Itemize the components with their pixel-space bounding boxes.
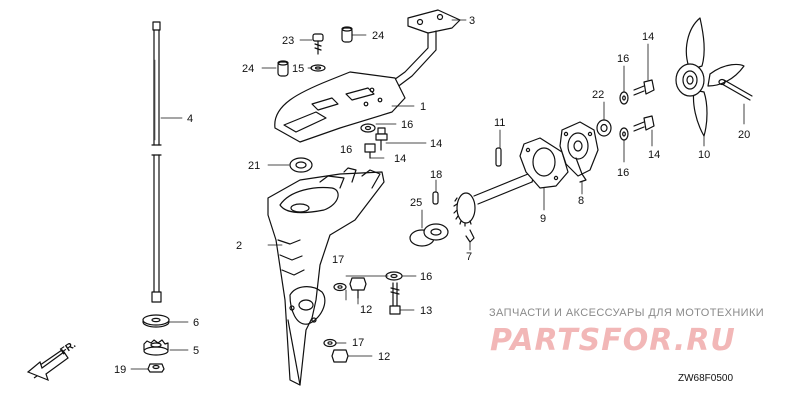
bolt-23-part [312, 33, 324, 55]
callout-3: 3 [469, 15, 475, 27]
leader-lines [130, 19, 745, 370]
callout-1: 1 [420, 101, 426, 113]
cavitation-plate-part [274, 71, 406, 143]
callout-24a: 24 [372, 30, 384, 42]
arrow-icon [26, 351, 69, 382]
diagram-code: ZW68F0500 [678, 373, 733, 384]
gasket-part [519, 137, 569, 189]
callout-14c: 14 [642, 31, 654, 43]
callout-10: 10 [698, 149, 710, 161]
callout-16d: 16 [617, 53, 629, 65]
callout-numbers: 4 2 1 3 6 5 19 23 24 24 15 21 16 16 14 1… [114, 15, 750, 376]
callout-18: 18 [430, 169, 442, 181]
washer-part [142, 314, 170, 328]
callout-16c: 16 [420, 271, 432, 283]
drive-shaft-part [151, 21, 162, 303]
bolt-14a-part [375, 127, 388, 151]
propeller-part [675, 17, 745, 137]
washer-17a-part [333, 282, 347, 292]
pin-18-part [432, 191, 439, 205]
callout-19: 19 [114, 364, 126, 376]
callout-6: 6 [193, 317, 199, 329]
oil-seal-part [289, 157, 313, 173]
callout-4: 4 [187, 113, 193, 125]
washer-16d-part [619, 127, 629, 141]
callout-13: 13 [420, 305, 432, 317]
callout-12b: 12 [378, 351, 390, 363]
callout-16e: 16 [617, 167, 629, 179]
callout-25: 25 [410, 197, 422, 209]
callout-2: 2 [236, 240, 242, 252]
callout-16a: 16 [401, 119, 413, 131]
gear-case-part [267, 167, 385, 386]
watermark-subtitle: ЗАПЧАСТИ И АКСЕССУАРЫ ДЛЯ МОТОТЕХНИКИ [489, 307, 764, 319]
callout-14d: 14 [648, 149, 660, 161]
washer-17b-part [323, 338, 337, 348]
callout-11: 11 [494, 117, 505, 129]
seal-22-part [596, 119, 612, 137]
washer-16c-part [619, 91, 629, 105]
washer-15-part [310, 64, 326, 72]
callout-24b: 24 [242, 63, 254, 75]
bolt-14c-part [633, 79, 655, 96]
callout-9: 9 [540, 213, 546, 225]
propeller-shaft-part [453, 173, 535, 243]
callout-17a: 17 [332, 254, 344, 266]
watermark: ЗАПЧАСТИ И АКСЕССУАРЫ ДЛЯ МОТОТЕХНИКИ PA… [489, 307, 764, 358]
callout-15: 15 [292, 63, 304, 75]
callout-7: 7 [466, 251, 472, 263]
front-direction-indicator: FR. [26, 339, 78, 382]
bolt-14b-part [364, 143, 376, 159]
callout-20: 20 [738, 129, 750, 141]
bearing-holder-part [559, 121, 599, 183]
bearing-part [409, 223, 449, 247]
callout-8: 8 [578, 195, 584, 207]
pin-11-part [495, 147, 502, 167]
spacer-24b-part [277, 60, 289, 77]
spacer-24a-part [341, 26, 353, 43]
washer-16a-part [360, 123, 376, 133]
cotter-pin-part [718, 78, 753, 101]
callout-14b: 14 [394, 153, 406, 165]
bolt-14d-part [633, 115, 655, 132]
bolt-12a-part [349, 277, 367, 299]
bolt-13-part [389, 282, 401, 315]
nut-part [147, 363, 165, 373]
callout-16b: 16 [340, 144, 352, 156]
bolt-12b-part [331, 349, 349, 363]
pinion-gear-part [143, 339, 169, 356]
callout-21: 21 [248, 160, 260, 172]
callout-22: 22 [592, 89, 604, 101]
callout-12a: 12 [360, 304, 372, 316]
watermark-brand: PARTSFOR.RU [490, 323, 736, 358]
callout-14a: 14 [430, 138, 442, 150]
callout-17b: 17 [352, 337, 364, 349]
callout-23: 23 [282, 35, 294, 47]
callout-5: 5 [193, 345, 199, 357]
